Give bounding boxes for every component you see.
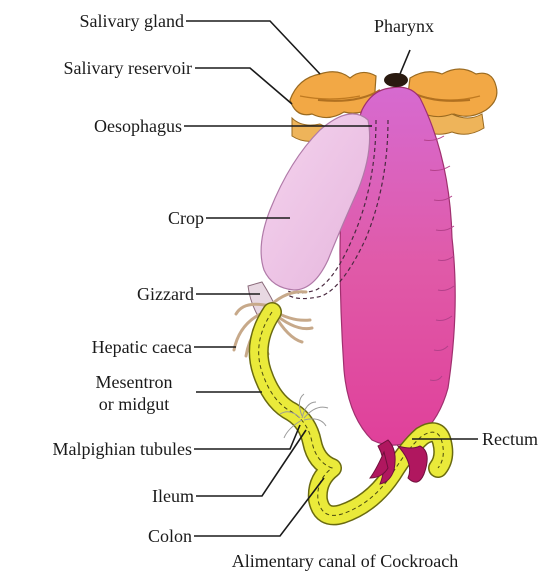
label-hepatic-caeca: Hepatic caeca xyxy=(30,337,192,357)
leader-salivary-gland xyxy=(186,21,320,74)
label-salivary-gland: Salivary gland xyxy=(14,11,184,31)
label-mesentron-line1: Mesentron xyxy=(74,372,194,392)
label-gizzard: Gizzard xyxy=(80,284,194,304)
label-crop: Crop xyxy=(100,208,204,228)
label-malpighian-tubules: Malpighian tubules xyxy=(2,439,192,459)
label-pharynx: Pharynx xyxy=(374,16,434,36)
label-oesophagus: Oesophagus xyxy=(40,116,182,136)
leader-salivary-reservoir xyxy=(195,68,292,104)
pharynx-shape xyxy=(384,73,408,87)
label-mesentron-line2: or midgut xyxy=(74,394,194,414)
label-ileum: Ileum xyxy=(100,486,194,506)
label-rectum: Rectum xyxy=(482,429,538,449)
label-colon: Colon xyxy=(100,526,192,546)
diagram-caption: Alimentary canal of Cockroach xyxy=(160,551,530,571)
label-salivary-reservoir: Salivary reservoir xyxy=(6,58,192,78)
leader-colon xyxy=(194,478,324,536)
leader-ileum xyxy=(196,430,306,496)
leader-pharynx xyxy=(400,50,410,74)
